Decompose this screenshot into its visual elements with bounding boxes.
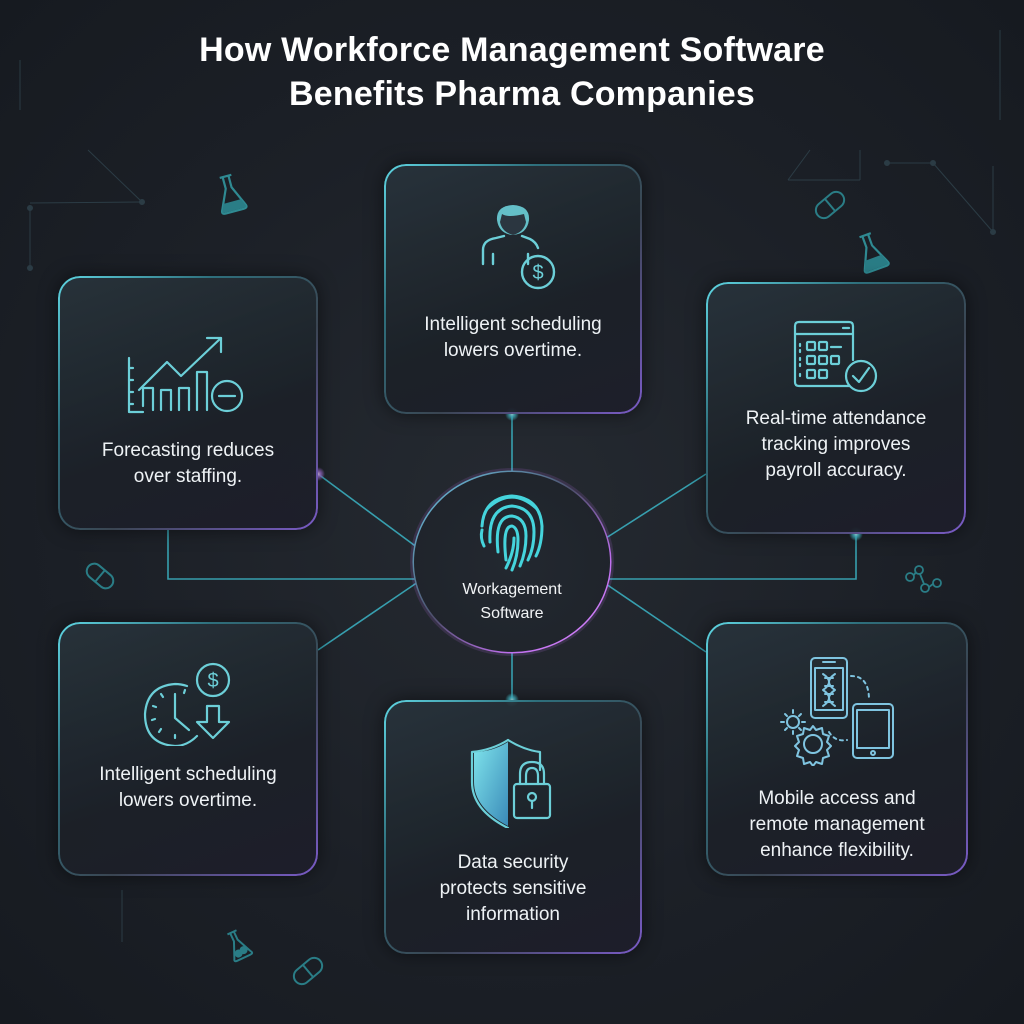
molecule-icon	[905, 565, 942, 593]
card-text: Mobile access and remote management enha…	[749, 788, 925, 861]
central-hub: Workagement Software	[414, 472, 610, 652]
svg-text:$: $	[207, 670, 218, 692]
benefit-card-attendance[interactable]: Real-time attendance tracking improves p…	[706, 282, 966, 534]
svg-text:$: $	[532, 262, 543, 284]
pill-icon	[85, 190, 846, 986]
flask-icon	[219, 173, 248, 215]
fingerprint-icon	[479, 494, 544, 572]
flask-icon	[859, 232, 890, 274]
benefit-card-mobile-access[interactable]: Mobile access and remote management enha…	[706, 622, 968, 876]
hub-label: Workagement Software	[462, 581, 562, 622]
calendar-check-icon	[793, 320, 878, 393]
connector-lines	[167, 414, 857, 700]
card-text: Intelligent scheduling lowers overtime.	[424, 314, 602, 361]
card-text: Data security protects sensitive informa…	[439, 852, 587, 925]
person-dollar-icon: $	[481, 205, 556, 290]
benefit-card-scheduling-bottom[interactable]: $ Intelligent scheduling lowers overtime…	[58, 622, 318, 876]
flask-icon	[227, 929, 254, 963]
benefit-card-forecasting[interactable]: Forecasting reduces over staffing.	[58, 276, 318, 530]
title-line-2: Benefits Pharma Companies	[288, 75, 756, 113]
clock-dollar-down-icon: $	[143, 662, 231, 746]
card-text: Intelligent scheduling lowers overtime.	[99, 764, 277, 811]
shield-lock-icon	[470, 738, 552, 828]
page-title: How Workforce Management Software Benefi…	[0, 28, 1024, 116]
mobile-devices-gear-icon	[780, 657, 894, 766]
card-text: Real-time attendance tracking improves p…	[745, 408, 927, 481]
benefit-card-data-security[interactable]: Data security protects sensitive informa…	[384, 700, 642, 954]
benefit-card-scheduling-top[interactable]: $ Intelligent scheduling lowers overtime…	[384, 164, 642, 414]
network-lines	[19, 30, 1001, 942]
growth-chart-icon	[127, 336, 244, 414]
card-text: Forecasting reduces over staffing.	[101, 440, 275, 487]
title-line-1: How Workforce Management Software	[199, 31, 825, 69]
